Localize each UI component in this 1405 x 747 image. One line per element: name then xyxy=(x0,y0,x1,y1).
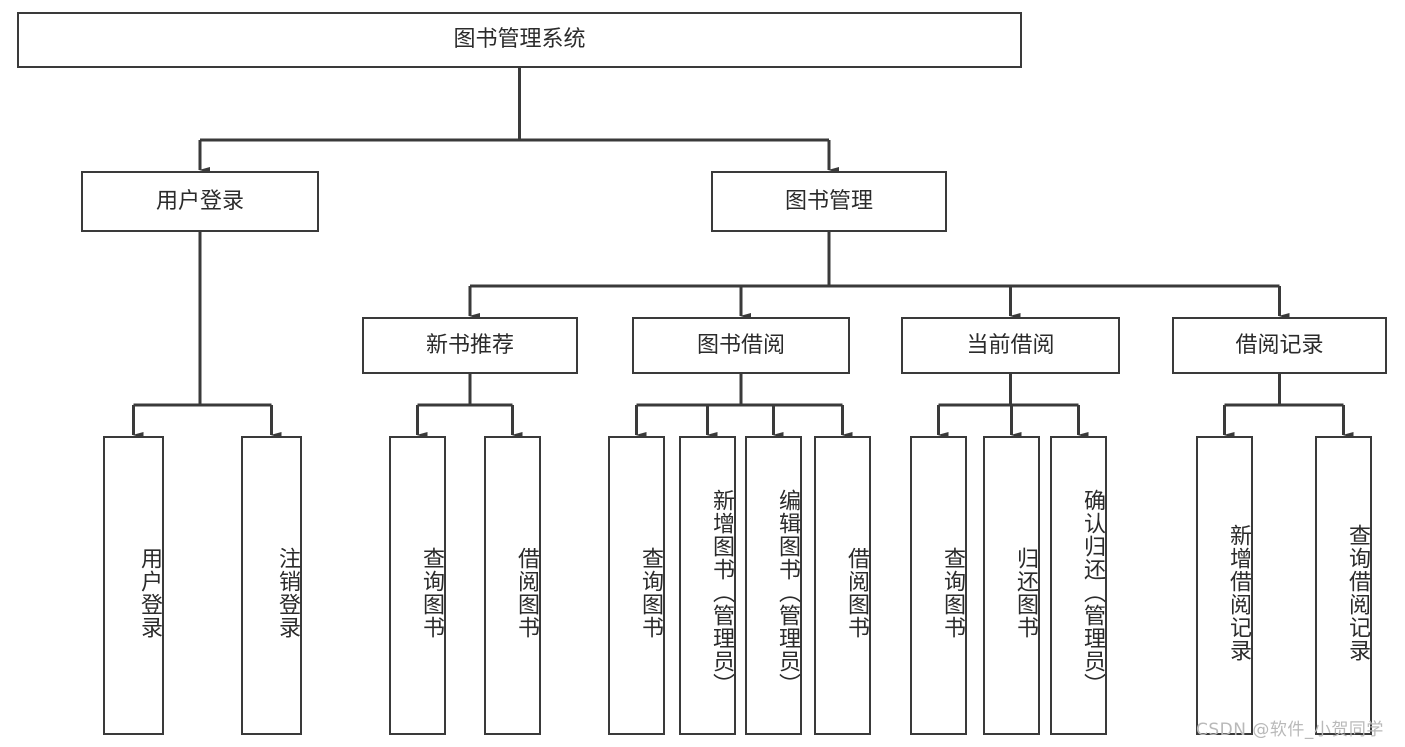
node-label: 查询图书 xyxy=(419,546,444,639)
node-label: 查询图书 xyxy=(940,546,965,639)
node-leaf_add_book[interactable]: 新增图书（管理员） xyxy=(679,436,736,735)
node-label: 查询图书 xyxy=(638,546,663,639)
node-leaf_return[interactable]: 归还图书 xyxy=(983,436,1040,735)
node-label: 用户登录 xyxy=(137,546,162,639)
node-borrow_record[interactable]: 借阅记录 xyxy=(1172,317,1387,374)
node-label: 编辑图书（管理员） xyxy=(775,489,800,696)
node-book_borrow[interactable]: 图书借阅 xyxy=(632,317,850,374)
node-leaf_user_login[interactable]: 用户登录 xyxy=(103,436,164,735)
node-leaf_add_rec[interactable]: 新增借阅记录 xyxy=(1196,436,1253,735)
node-leaf_q_book_2[interactable]: 查询图书 xyxy=(608,436,665,735)
node-leaf_edit_book[interactable]: 编辑图书（管理员） xyxy=(745,436,802,735)
node-leaf_borrow_b_2[interactable]: 借阅图书 xyxy=(814,436,871,735)
node-leaf_query_rec[interactable]: 查询借阅记录 xyxy=(1315,436,1372,735)
node-book_mgmt[interactable]: 图书管理 xyxy=(711,171,947,232)
node-label: 借阅图书 xyxy=(844,546,869,639)
node-label: 新增借阅记录 xyxy=(1226,523,1251,662)
node-root[interactable]: 图书管理系统 xyxy=(17,12,1022,68)
node-leaf_q_book_3[interactable]: 查询图书 xyxy=(910,436,967,735)
node-label: 图书管理 xyxy=(784,188,873,214)
csdn-watermark: CSDN @软件_小贺同学 xyxy=(1196,720,1384,740)
node-label: 查询借阅记录 xyxy=(1345,523,1370,662)
node-label: 借阅记录 xyxy=(1235,332,1324,358)
node-label: 用户登录 xyxy=(155,188,244,214)
node-label: 新增图书（管理员） xyxy=(709,489,734,696)
node-label: 确认归还（管理员） xyxy=(1080,489,1105,696)
node-label: 借阅图书 xyxy=(514,546,539,639)
node-user_login[interactable]: 用户登录 xyxy=(81,171,319,232)
node-leaf_q_book_1[interactable]: 查询图书 xyxy=(389,436,446,735)
node-new_book_rec[interactable]: 新书推荐 xyxy=(362,317,578,374)
node-label: 归还图书 xyxy=(1013,546,1038,639)
node-label: 新书推荐 xyxy=(425,332,514,358)
node-label: 图书借阅 xyxy=(696,332,785,358)
node-leaf_borrow_b_1[interactable]: 借阅图书 xyxy=(484,436,541,735)
node-leaf_logout[interactable]: 注销登录 xyxy=(241,436,302,735)
node-label: 注销登录 xyxy=(275,546,300,639)
node-label: 当前借阅 xyxy=(966,332,1055,358)
node-label: 图书管理系统 xyxy=(453,27,586,53)
node-current_borrow[interactable]: 当前借阅 xyxy=(901,317,1120,374)
node-leaf_conf_ret[interactable]: 确认归还（管理员） xyxy=(1050,436,1107,735)
